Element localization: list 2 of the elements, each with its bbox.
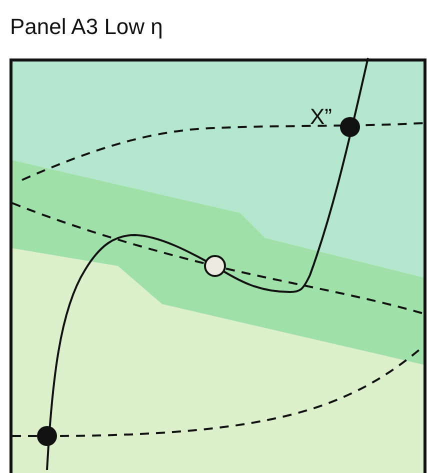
point-label: X”: [310, 104, 332, 130]
panel-title: Panel A3 Low η: [10, 14, 163, 40]
